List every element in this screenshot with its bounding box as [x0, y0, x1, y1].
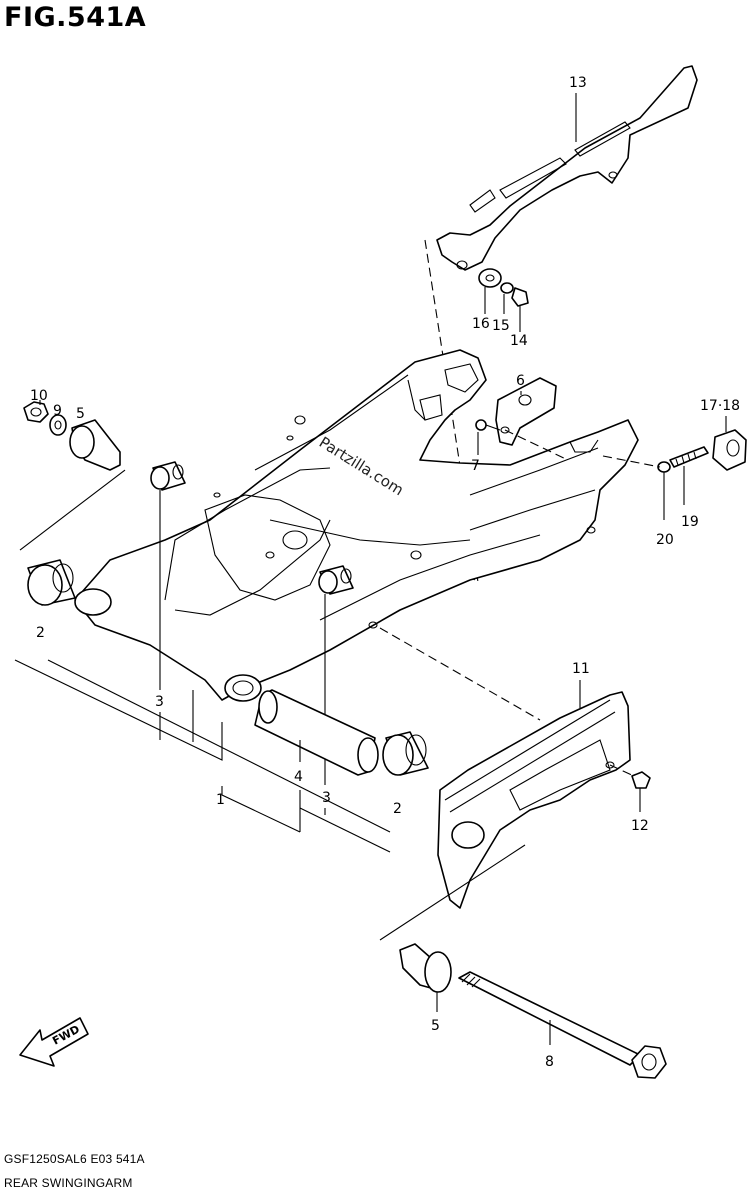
part-8-pivot-shaft[interactable] — [458, 971, 667, 1079]
callout-13: 13 — [569, 75, 587, 91]
callout-16: 16 — [472, 316, 490, 332]
callout-3b: 3 — [322, 790, 331, 806]
part-13-chain-case[interactable] — [436, 65, 698, 271]
part-3-bushing-left[interactable] — [150, 461, 186, 491]
figure-name: REAR SWINGINGARM — [4, 1176, 133, 1190]
part-9-washer[interactable] — [49, 414, 67, 436]
callout-10: 10 — [30, 388, 48, 404]
callout-2a: 2 — [36, 625, 45, 641]
callout-2b: 2 — [393, 801, 402, 817]
part-14-bolt[interactable] — [511, 287, 529, 307]
callout-6: 6 — [516, 373, 525, 389]
figure-title: FIG.541A — [4, 2, 147, 33]
callout-20: 20 — [656, 532, 674, 548]
part-7-bolt[interactable] — [475, 419, 501, 431]
part-11-chain-guard[interactable] — [437, 691, 631, 909]
part-10-nut[interactable] — [23, 401, 49, 423]
part-5-collar-left[interactable] — [69, 419, 121, 471]
callout-8: 8 — [545, 1054, 554, 1070]
part-4-spacer[interactable] — [254, 689, 379, 776]
part-2-bearing-right[interactable] — [382, 731, 429, 776]
part-1-swingarm[interactable] — [74, 349, 639, 702]
callout-5a: 5 — [76, 406, 85, 422]
callout-7: 7 — [471, 458, 480, 474]
part-2-bearing-left[interactable] — [27, 559, 76, 606]
part-3-bushing-right[interactable] — [318, 565, 354, 595]
part-17-18-chain-adjuster[interactable] — [712, 429, 747, 471]
part-5-collar-bottom[interactable] — [399, 943, 452, 993]
callout-9: 9 — [53, 403, 62, 419]
callout-11: 11 — [572, 661, 590, 677]
callout-17-18: 17·18 — [700, 398, 740, 414]
callout-5b: 5 — [431, 1018, 440, 1034]
model-code: GSF1250SAL6 E03 541A — [4, 1152, 145, 1166]
callout-1: 1 — [216, 792, 225, 808]
callout-3a: 3 — [155, 694, 164, 710]
callout-15: 15 — [492, 318, 510, 334]
callout-14: 14 — [510, 333, 528, 349]
callout-12: 12 — [631, 818, 649, 834]
part-15-collar[interactable] — [500, 282, 514, 294]
callout-19: 19 — [681, 514, 699, 530]
part-19-adjuster-bolt[interactable] — [669, 446, 709, 468]
part-6-bracket[interactable] — [495, 377, 557, 446]
fwd-arrow-icon: FWD — [19, 1017, 89, 1067]
callout-4: 4 — [294, 769, 303, 785]
part-12-screw[interactable] — [631, 771, 651, 789]
part-16-washer[interactable] — [478, 268, 502, 288]
